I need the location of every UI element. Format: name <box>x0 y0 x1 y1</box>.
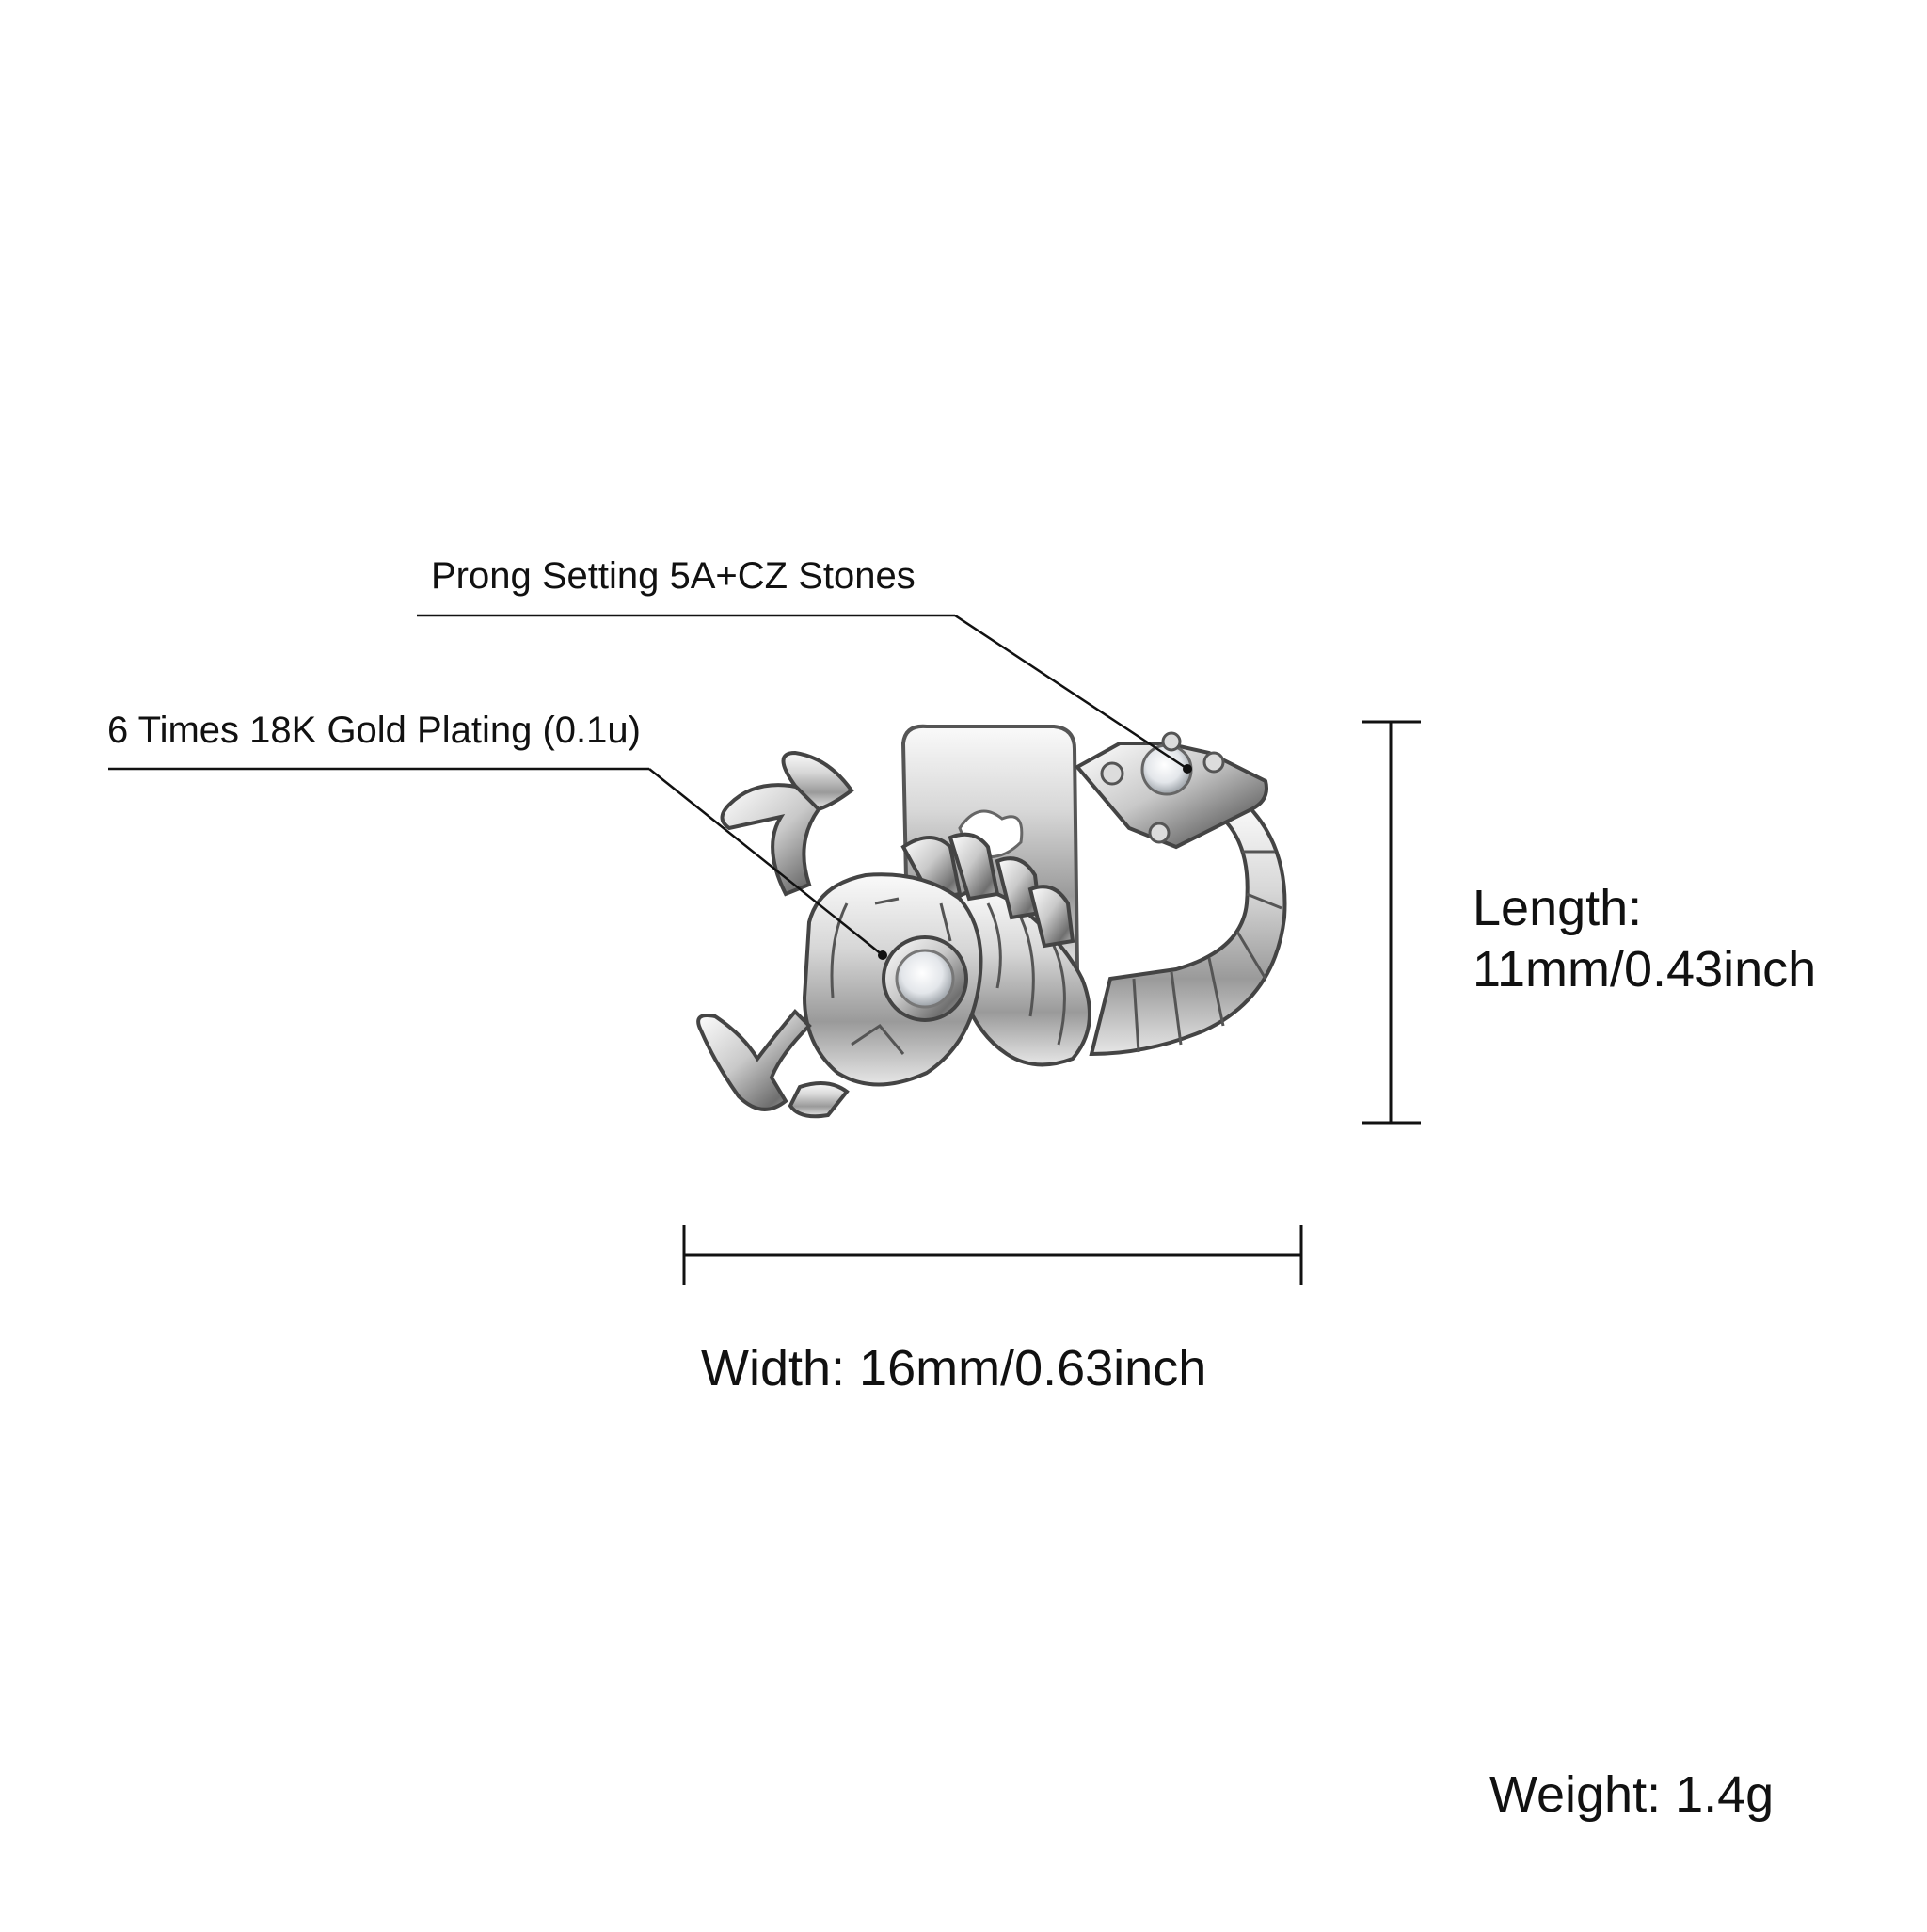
scorpion-legs <box>900 832 1075 949</box>
bezel-stone <box>895 949 955 1009</box>
width-label: Width: 16mm/0.63inch <box>701 1340 1207 1397</box>
scorpion-tail <box>1089 802 1287 1057</box>
prong-setting-label: Prong Setting 5A+CZ Stones <box>431 555 916 597</box>
prong-callout-dot <box>1183 764 1192 774</box>
length-value: 11mm/0.43inch <box>1473 941 1817 998</box>
head-texture <box>830 897 952 1055</box>
upper-claw <box>720 783 848 897</box>
width-dimension-line <box>682 1225 1303 1285</box>
length-dimension-line <box>1362 720 1421 1125</box>
length-label: Length: <box>1473 880 1643 936</box>
plating-callout-leader <box>108 767 884 956</box>
scorpion-pendant-image <box>696 724 1287 1119</box>
lower-claw <box>696 1009 812 1111</box>
prong-callout-leader <box>417 614 1188 771</box>
gold-plating-label: 6 Times 18K Gold Plating (0.1u) <box>107 710 641 751</box>
plating-callout-dot <box>878 950 887 960</box>
tail-segments <box>1132 850 1282 1053</box>
body-segments <box>986 902 1066 1046</box>
weight-label: Weight: 1.4g <box>1489 1766 1775 1823</box>
